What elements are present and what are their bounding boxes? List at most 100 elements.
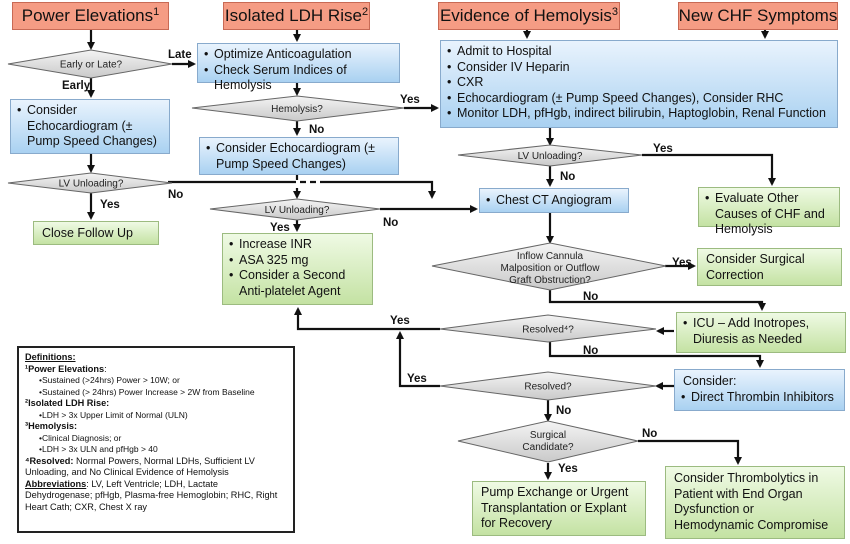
dti-text: Direct Thrombin Inhibitors (691, 389, 834, 404)
def-ldh: ²Isolated LDH Rise: (25, 398, 287, 410)
consider-title: Consider: (683, 374, 737, 388)
box-pump-exchange: Pump Exchange or Urgent Transplantation … (472, 481, 646, 536)
box-icu: •ICU – Add Inotropes, Diuresis as Needed (676, 312, 846, 353)
label-yes-lv-mid: Yes (270, 222, 290, 234)
label-yes-lv-left: Yes (100, 199, 120, 211)
def-hemo: ³Hemolysis: (25, 421, 287, 433)
icu-text: ICU – Add Inotropes, Diuresis as Needed (693, 316, 810, 346)
inr-text-1: Increase INR (239, 237, 312, 251)
hemolysis-q-text: Hemolysis? (271, 104, 323, 115)
icu-item: •ICU – Add Inotropes, Diuresis as Needed (683, 316, 839, 347)
header-hemolysis-label: Evidence of Hemolysis (439, 6, 612, 25)
lv-mid-text: LV Unloading? (265, 205, 330, 216)
inflow-text-2: Malposition or Outflow (501, 263, 601, 274)
line-lv-right-yes (642, 153, 776, 186)
def-power: ¹Power Elevations: (25, 363, 107, 374)
box-thrombolytics: Consider Thrombolytics in Patient with E… (665, 466, 845, 539)
def-hemo-item-1-text: Clinical Diagnosis; or (41, 432, 122, 443)
inr-item-2: •ASA 325 mg (229, 252, 309, 267)
label-no-resolved: No (556, 405, 571, 417)
def-ldh-num: ² (25, 398, 29, 408)
def-power-item-2-text: Sustained (> 24hrs) Power Increase > 2W … (41, 386, 255, 397)
label-no-lv-right: No (560, 171, 575, 183)
admit-text-5: Monitor LDH, pfHgb, indirect bilirubin, … (457, 106, 826, 120)
echo-mid-text: Consider Echocardiogram (± Pump Speed Ch… (216, 141, 376, 171)
decision-inflow-cannula (431, 242, 667, 291)
admit-text-1: Admit to Hospital (457, 44, 552, 58)
inr-item-1: •Increase INR (229, 237, 312, 251)
optimize-text-2: Check Serum Indices of Hemolysis (214, 62, 347, 93)
decision-resolved (439, 371, 657, 401)
optimize-item-2: •Check Serum Indices of Hemolysis (204, 63, 393, 94)
admit-item-1: •Admit to Hospital (447, 44, 552, 58)
box-optimize-anticoagulation: •Optimize Anticoagulation •Check Serum I… (197, 43, 400, 92)
def-power-num: ¹ (25, 363, 29, 374)
label-no-resolved4: No (583, 345, 598, 357)
decision-lv-unloading-mid (209, 198, 381, 221)
label-late: Late (168, 49, 192, 61)
label-yes-resolved: Yes (407, 373, 427, 385)
def-power-item-1-text: Sustained (>24hrs) Power > 10W; or (41, 375, 180, 385)
resolved4-text: Resolved⁴? (522, 325, 574, 336)
def-power-item-2: •Sustained (> 24hrs) Power Increase > 2W… (39, 386, 255, 397)
decision-lv-unloading-right (457, 144, 643, 167)
echo-left-text: Consider Echocardiogram (± Pump Speed Ch… (27, 103, 157, 148)
label-yes-inflow: Yes (672, 257, 692, 269)
box-admit-hospital: •Admit to Hospital •Consider IV Heparin … (440, 40, 838, 128)
surgical-text-2: Candidate? (522, 442, 574, 453)
chest-ct-item: •Chest CT Angiogram (486, 193, 612, 207)
admit-text-2: Consider IV Heparin (457, 59, 570, 74)
admit-text-4: Echocardiogram (± Pump Speed Changes), C… (457, 90, 784, 105)
line-resolved4-no (548, 342, 764, 368)
label-early: Early (62, 80, 91, 92)
inflow-text-3: Graft Obstruction? (509, 275, 591, 286)
lv-left-text: LV Unloading? (59, 179, 124, 190)
definitions-legend: Definitions: ¹Power Elevations: •Sustain… (17, 346, 295, 533)
admit-text-3: CXR (457, 75, 484, 89)
def-abbr: Abbreviations: LV, Left Ventricle; LDH, … (25, 479, 287, 514)
box-consider-echo-left: •Consider Echocardiogram (± Pump Speed C… (10, 99, 170, 154)
inr-text-3: Consider a Second Anti-platelet Agent (239, 268, 346, 298)
close-follow-text: Close Follow Up (42, 226, 134, 240)
lv-right-text: LV Unloading? (518, 151, 583, 162)
def-resolved-title: Resolved: (29, 455, 74, 466)
line-resolved-yes (396, 331, 440, 388)
box-increase-inr: •Increase INR •ASA 325 mg •Consider a Se… (222, 233, 373, 305)
label-yes-resolved4: Yes (390, 315, 410, 327)
def-ldh-item-1-text: LDH > 3x Upper Limit of Normal (ULN) (41, 409, 188, 420)
echo-left-item: •Consider Echocardiogram (± Pump Speed C… (17, 103, 163, 150)
resolved-text: Resolved? (524, 382, 572, 393)
surgical-correction-text: Consider Surgical Correction (706, 252, 805, 282)
label-yes-lv-right: Yes (653, 143, 673, 155)
optimize-item-1: •Optimize Anticoagulation (204, 47, 352, 61)
label-yes-hemolysis: Yes (400, 94, 420, 106)
admit-item-5: •Monitor LDH, pfHgb, indirect bilirubin,… (447, 106, 826, 120)
label-no-lv-mid: No (383, 217, 398, 229)
def-abbr-title: Abbreviations (25, 478, 87, 489)
evaluate-text: Evaluate Other Causes of CHF and Hemolys… (715, 191, 825, 236)
line-surgical-no (638, 439, 742, 465)
evaluate-item: •Evaluate Other Causes of CHF and Hemoly… (705, 191, 833, 238)
box-close-follow-up: Close Follow Up (33, 221, 159, 245)
decision-hemolysis (191, 95, 405, 122)
header-ldh-sup: 2 (361, 6, 369, 18)
label-yes-surgical: Yes (558, 463, 578, 475)
def-hemo-item-2: •LDH > 3x ULN and pfHgb > 40 (39, 444, 158, 454)
header-power-sup: 1 (153, 6, 160, 18)
decision-early-late (7, 49, 173, 79)
def-hemo-title: Hemolysis: (28, 421, 78, 431)
chest-ct-text: Chest CT Angiogram (496, 193, 612, 207)
def-ldh-title: Isolated LDH Rise: (28, 398, 110, 408)
def-abbr-text: : LV, Left Ventricle; LDH, Lactate Dehyd… (25, 478, 278, 512)
admit-item-4: •Echocardiogram (± Pump Speed Changes), … (447, 90, 784, 105)
header-new-chf: New CHF Symptoms (678, 2, 838, 30)
inr-item-3: •Consider a Second Anti-platelet Agent (229, 268, 366, 299)
line-inflow-no (548, 290, 766, 311)
line-lv-left-no-2 (322, 180, 436, 199)
label-no-inflow: No (583, 291, 598, 303)
definitions-title: Definitions: (25, 352, 76, 362)
